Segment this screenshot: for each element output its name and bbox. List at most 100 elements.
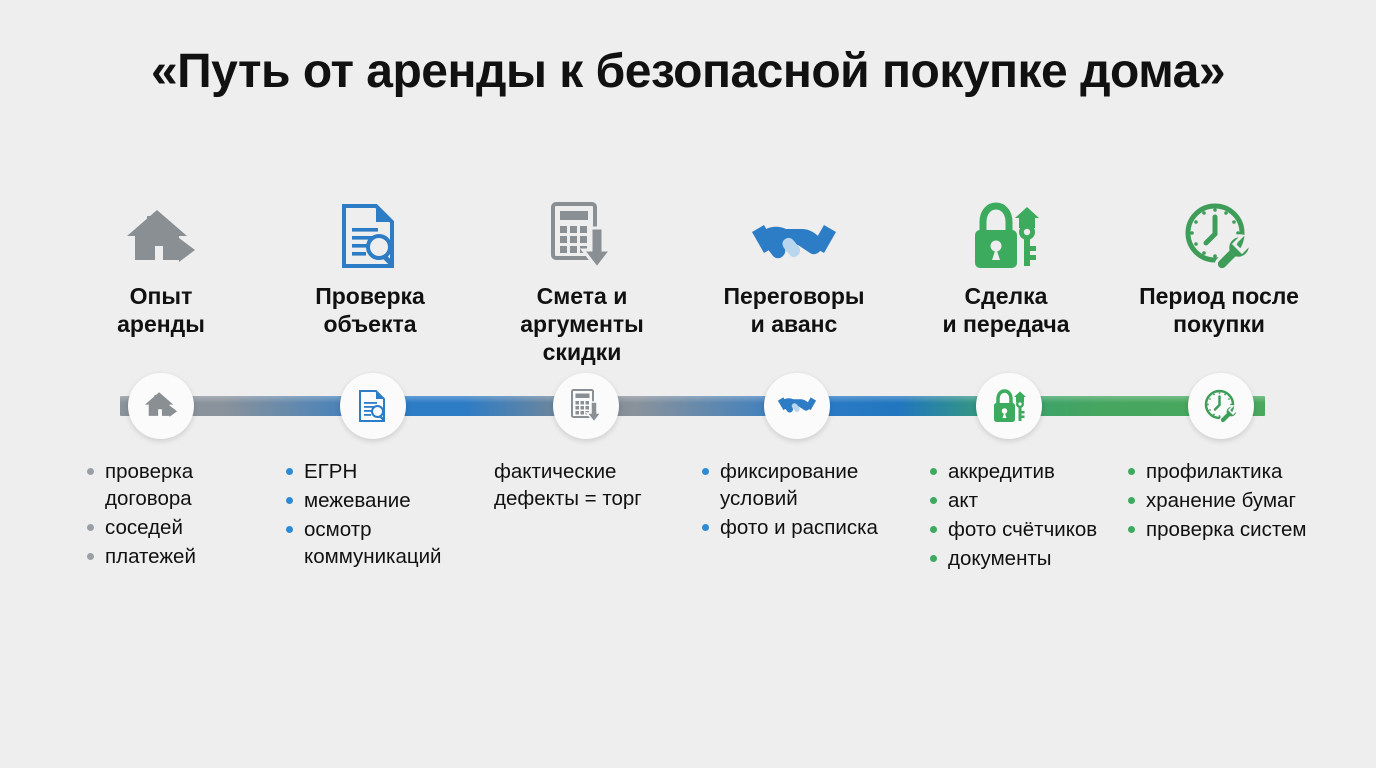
bullet-list: фиксирование условий фото и расписка [702, 458, 902, 541]
list-item-text: фактические дефекты = торг [494, 460, 642, 511]
bullet-dot-icon [702, 468, 709, 475]
list-item-text: соседей [105, 516, 183, 540]
list-item: фактические дефекты = торг [494, 458, 672, 512]
step-label-line: Опыт [129, 283, 193, 309]
bullet-dot-icon [286, 468, 293, 475]
document-magnifier-icon [359, 389, 386, 422]
step-label-line: Переговоры [723, 283, 865, 309]
bullet-dot-icon [286, 497, 293, 505]
bullet-dot-icon [702, 524, 709, 532]
list-item-text: межевание [304, 489, 411, 513]
list-item-text: аккредитив [948, 460, 1055, 483]
bullet-list-deal-handover: аккредитив акт фото счётчиков документы [930, 458, 1105, 574]
bullet-list: профилактика хранение бумаг проверка сис… [1128, 458, 1333, 543]
timeline-node-estimate-discount[interactable] [553, 373, 619, 439]
list-item: осмотр коммуникаций [286, 516, 486, 570]
step-column-rent-experience: Опыт аренды [58, 196, 264, 366]
bullet-dot-icon [1128, 497, 1135, 505]
step-label-line: Период после [1139, 283, 1299, 309]
step-label-line: Сделка [964, 283, 1048, 309]
house-arrow-icon [125, 196, 197, 270]
step-label: Смета и аргументы скидки [520, 282, 644, 366]
timeline-node-after-purchase[interactable] [1188, 373, 1254, 439]
list-item-text: документы [948, 547, 1052, 571]
step-column-estimate-discount: Смета и аргументы скидки [476, 196, 688, 366]
bullet-dot-icon [930, 526, 937, 534]
step-label-line: покупки [1173, 311, 1265, 338]
list-item: ЕГРН [286, 458, 486, 485]
document-magnifier-icon [338, 196, 402, 270]
bullet-dot-icon [87, 468, 94, 475]
step-label-line: аренды [117, 311, 205, 338]
list-item-text: фото счётчиков [948, 518, 1098, 542]
clock-wrench-icon [1184, 196, 1254, 270]
clock-wrench-icon [1204, 389, 1238, 423]
calculator-arrow-down-icon [549, 196, 615, 270]
list-item: хранение бумаг [1128, 487, 1333, 514]
list-item-text: фиксирование условий [720, 460, 859, 511]
bullet-dot-icon [87, 524, 94, 532]
handshake-icon [750, 196, 838, 270]
list-item: проверка договора [87, 458, 277, 512]
step-label-line: скидки [542, 339, 622, 366]
list-item-text: проверка договора [105, 460, 194, 511]
step-label-line: и аванс [750, 311, 838, 338]
step-label: Период после покупки [1139, 282, 1299, 366]
timeline-node-object-check[interactable] [340, 373, 406, 439]
list-item: соседей [87, 514, 277, 541]
step-label: Сделка и передача [942, 282, 1069, 366]
bullet-list-after-purchase: профилактика хранение бумаг проверка сис… [1128, 458, 1333, 545]
handshake-icon [777, 396, 817, 413]
step-label-line: аргументы [520, 311, 644, 338]
list-item-text: фото и расписка [720, 516, 878, 540]
list-item: профилактика [1128, 458, 1333, 485]
bullet-list: ЕГРН межевание осмотр коммуникаций [286, 458, 486, 570]
bullet-list: фактические дефекты = торг [494, 458, 672, 512]
list-item: аккредитив [930, 458, 1105, 485]
step-label-line: Смета и [536, 283, 628, 309]
bullet-dot-icon [1128, 468, 1135, 475]
step-label: Проверка объекта [315, 282, 425, 366]
bullet-dot-icon [930, 555, 937, 563]
timeline-nodes [0, 373, 1376, 439]
step-column-deal-handover: Сделка и передача [900, 196, 1112, 366]
list-item: межевание [286, 487, 486, 514]
list-item-text: проверка систем [1146, 518, 1307, 542]
step-column-negotiations-advance: Переговоры и аванс [688, 196, 900, 366]
list-item: платежей [87, 543, 277, 570]
list-item: проверка систем [1128, 516, 1333, 543]
list-item-text: осмотр коммуникаций [304, 518, 442, 569]
padlock-key-house-icon [971, 196, 1041, 270]
list-item-text: профилактика [1146, 460, 1283, 483]
bullet-list-negotiations-advance: фиксирование условий фото и расписка [702, 458, 902, 543]
bullet-dot-icon [930, 468, 937, 475]
bullet-dot-icon [1128, 526, 1135, 534]
bullet-list-object-check: ЕГРН межевание осмотр коммуникаций [286, 458, 486, 572]
list-item: фото счётчиков [930, 516, 1105, 543]
step-column-after-purchase: Период после покупки [1112, 196, 1326, 366]
list-item-text: акт [948, 489, 978, 513]
timeline-node-rent-experience[interactable] [128, 373, 194, 439]
list-item: фото и расписка [702, 514, 902, 541]
bullet-dot-icon [286, 526, 293, 534]
calculator-arrow-down-icon [570, 389, 603, 423]
bullet-list: проверка договора соседей платежей [87, 458, 277, 570]
list-item-text: ЕГРН [304, 460, 358, 483]
bullet-lists: проверка договора соседей платежей ЕГРН … [58, 458, 1358, 658]
bullet-list-rent-experience: проверка договора соседей платежей [87, 458, 277, 572]
bullet-dot-icon [87, 553, 94, 561]
steps-header-row: Опыт аренды [58, 196, 1326, 636]
step-label-line: объекта [323, 311, 417, 338]
step-label: Переговоры и аванс [723, 282, 864, 366]
timeline-node-negotiations-advance[interactable] [764, 373, 830, 439]
timeline-node-deal-handover[interactable] [976, 373, 1042, 439]
list-item-text: хранение бумаг [1146, 489, 1296, 513]
house-arrow-icon [144, 392, 178, 417]
bullet-list: аккредитив акт фото счётчиков документы [930, 458, 1105, 572]
bullet-list-estimate-discount: фактические дефекты = торг [494, 458, 672, 514]
page-title: «Путь от аренды к безопасной покупке дом… [150, 45, 1226, 98]
bullet-dot-icon [930, 497, 937, 505]
list-item-text: платежей [105, 545, 196, 569]
list-item: акт [930, 487, 1105, 514]
